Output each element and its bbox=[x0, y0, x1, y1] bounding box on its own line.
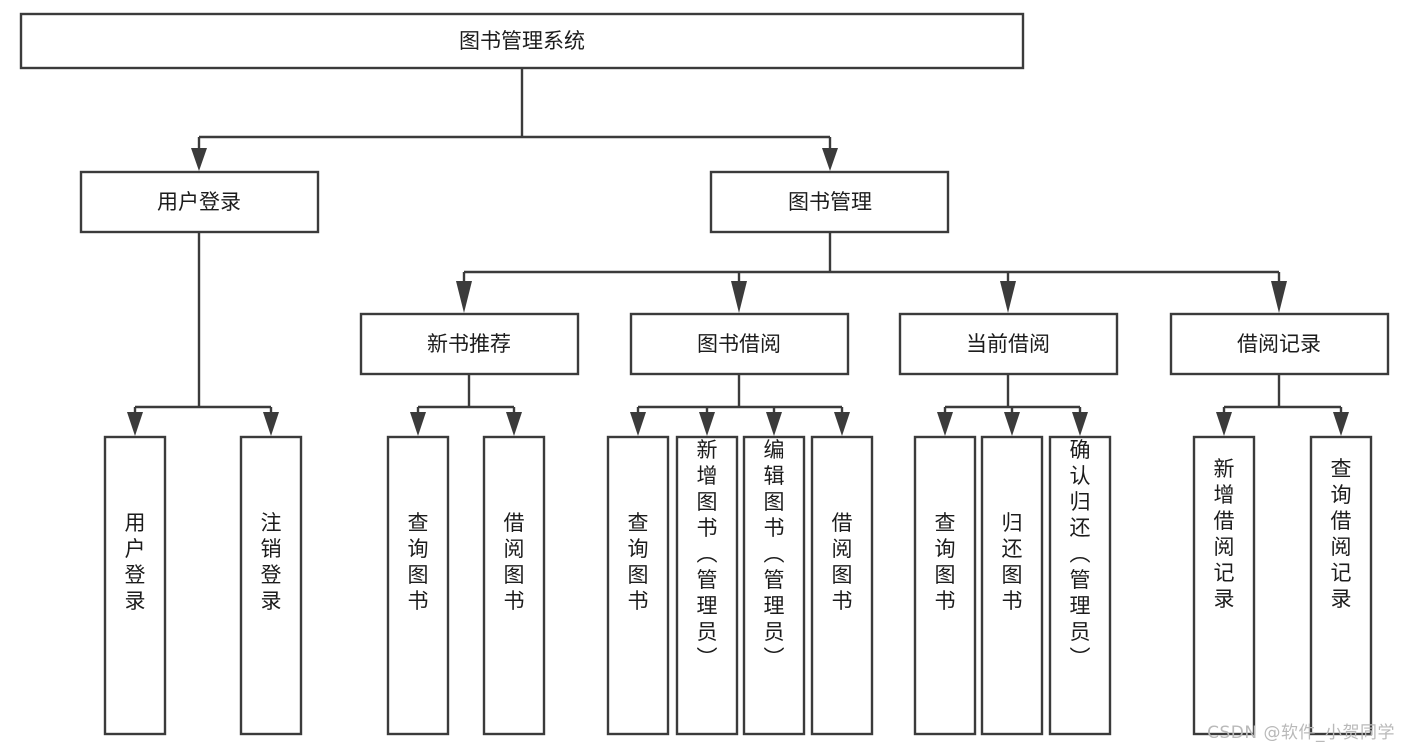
arrow-head-leaf-borrow-add-book bbox=[699, 412, 715, 436]
node-leaf-cur-confirm-return[interactable]: 确认归还︵管理员︶ bbox=[1048, 435, 1112, 736]
node-leaf-rec-borrow-book[interactable]: 借阅图书 bbox=[482, 435, 546, 736]
node-leaf-rec-query-record[interactable]: 查询借阅记录 bbox=[1309, 435, 1373, 736]
node-leaf-borrow-add-book-label: 新增图书︵管理员︶ bbox=[697, 438, 718, 670]
node-leaf-borrow-edit-book-label: 编辑图书︵管理员︶ bbox=[764, 438, 785, 670]
node-current-borrow[interactable]: 当前借阅 bbox=[898, 312, 1119, 376]
node-leaf-user-login-label: 用户登录 bbox=[125, 511, 146, 613]
arrow-head-new-book-rec bbox=[456, 281, 472, 313]
arrow-head-borrow-record bbox=[1271, 281, 1287, 313]
node-leaf-user-logout-label: 注销登录 bbox=[261, 511, 282, 613]
node-leaf-rec-add-record-label: 新增借阅记录 bbox=[1214, 457, 1235, 611]
node-book-manage-box[interactable] bbox=[709, 170, 950, 234]
arrow-head-leaf-rec-borrow-book bbox=[506, 412, 522, 436]
node-new-book-rec[interactable]: 新书推荐 bbox=[359, 312, 580, 376]
node-leaf-borrow-add-book[interactable]: 新增图书︵管理员︶ bbox=[675, 435, 739, 736]
node-leaf-borrow-edit-book[interactable]: 编辑图书︵管理员︶ bbox=[742, 435, 806, 736]
node-leaf-user-login-box[interactable] bbox=[103, 435, 167, 736]
node-leaf-rec-borrow-book-label: 借阅图书 bbox=[504, 511, 525, 613]
node-leaf-rec-add-record-box[interactable] bbox=[1192, 435, 1256, 736]
node-new-book-rec-label: 新书推荐 bbox=[427, 332, 511, 356]
node-leaf-cur-query-book-label: 查询图书 bbox=[935, 511, 956, 613]
node-user-login-box[interactable] bbox=[79, 170, 320, 234]
node-leaf-cur-confirm-return-label: 确认归还︵管理员︶ bbox=[1070, 438, 1091, 670]
arrow-head-leaf-rec-query-record bbox=[1333, 412, 1349, 436]
node-user-login[interactable]: 用户登录 bbox=[79, 170, 320, 234]
arrow-head-leaf-borrow-edit-book bbox=[766, 412, 782, 436]
node-leaf-borrow-borrow-book[interactable]: 借阅图书 bbox=[810, 435, 874, 736]
arrow-head-leaf-cur-return-book bbox=[1004, 412, 1020, 436]
node-leaf-rec-add-record[interactable]: 新增借阅记录 bbox=[1192, 435, 1256, 736]
node-leaf-borrow-query-book-box[interactable] bbox=[606, 435, 670, 736]
node-leaf-cur-return-book[interactable]: 归还图书 bbox=[980, 435, 1044, 736]
node-leaf-cur-query-book-box[interactable] bbox=[913, 435, 977, 736]
node-borrow-record-box[interactable] bbox=[1169, 312, 1390, 376]
node-leaf-borrow-edit-book-box[interactable] bbox=[742, 435, 806, 736]
arrow-head-leaf-borrow-borrow-book bbox=[834, 412, 850, 436]
node-leaf-borrow-borrow-book-box[interactable] bbox=[810, 435, 874, 736]
node-leaf-borrow-query-book[interactable]: 查询图书 bbox=[606, 435, 670, 736]
node-leaf-borrow-add-book-box[interactable] bbox=[675, 435, 739, 736]
arrow-head-leaf-rec-query-book bbox=[410, 412, 426, 436]
node-user-login-label: 用户登录 bbox=[157, 190, 241, 214]
node-root-box[interactable] bbox=[19, 12, 1025, 70]
node-leaf-rec-query-book-label: 查询图书 bbox=[408, 511, 429, 613]
node-leaf-rec-query-book[interactable]: 查询图书 bbox=[386, 435, 450, 736]
node-borrow-record[interactable]: 借阅记录 bbox=[1169, 312, 1390, 376]
node-book-manage[interactable]: 图书管理 bbox=[709, 170, 950, 234]
arrow-head-current-borrow bbox=[1000, 281, 1016, 313]
node-leaf-user-login[interactable]: 用户登录 bbox=[103, 435, 167, 736]
arrow-head-user-login bbox=[191, 148, 207, 171]
arrow-head-leaf-rec-add-record bbox=[1216, 412, 1232, 436]
node-leaf-cur-return-book-label: 归还图书 bbox=[1002, 511, 1023, 613]
arrow-head-leaf-user-logout bbox=[263, 412, 279, 436]
node-leaf-borrow-query-book-label: 查询图书 bbox=[628, 511, 649, 613]
node-borrow-record-label: 借阅记录 bbox=[1237, 332, 1321, 356]
node-leaf-rec-borrow-book-box[interactable] bbox=[482, 435, 546, 736]
node-book-borrow-label: 图书借阅 bbox=[697, 332, 781, 356]
node-leaf-cur-query-book[interactable]: 查询图书 bbox=[913, 435, 977, 736]
arrow-head-leaf-cur-query-book bbox=[937, 412, 953, 436]
node-book-borrow-box[interactable] bbox=[629, 312, 850, 376]
connector-layer bbox=[127, 68, 1349, 436]
node-root-label: 图书管理系统 bbox=[459, 29, 585, 53]
arrow-head-book-borrow bbox=[731, 281, 747, 313]
node-leaf-cur-confirm-return-box[interactable] bbox=[1048, 435, 1112, 736]
node-current-borrow-box[interactable] bbox=[898, 312, 1119, 376]
node-book-borrow[interactable]: 图书借阅 bbox=[629, 312, 850, 376]
arrow-head-book-manage bbox=[822, 148, 838, 171]
node-current-borrow-label: 当前借阅 bbox=[966, 332, 1050, 356]
node-leaf-rec-query-record-box[interactable] bbox=[1309, 435, 1373, 736]
node-leaf-user-logout-box[interactable] bbox=[239, 435, 303, 736]
node-leaf-user-logout[interactable]: 注销登录 bbox=[239, 435, 303, 736]
node-book-manage-label: 图书管理 bbox=[788, 190, 872, 214]
arrow-head-leaf-borrow-query-book bbox=[630, 412, 646, 436]
arrow-head-leaf-cur-confirm-return bbox=[1072, 412, 1088, 436]
node-new-book-rec-box[interactable] bbox=[359, 312, 580, 376]
node-root[interactable]: 图书管理系统 bbox=[19, 12, 1025, 70]
node-leaf-borrow-borrow-book-label: 借阅图书 bbox=[832, 511, 853, 613]
node-leaf-rec-query-book-box[interactable] bbox=[386, 435, 450, 736]
arrow-head-leaf-user-login bbox=[127, 412, 143, 436]
node-leaf-cur-return-book-box[interactable] bbox=[980, 435, 1044, 736]
node-leaf-rec-query-record-label: 查询借阅记录 bbox=[1331, 457, 1352, 611]
